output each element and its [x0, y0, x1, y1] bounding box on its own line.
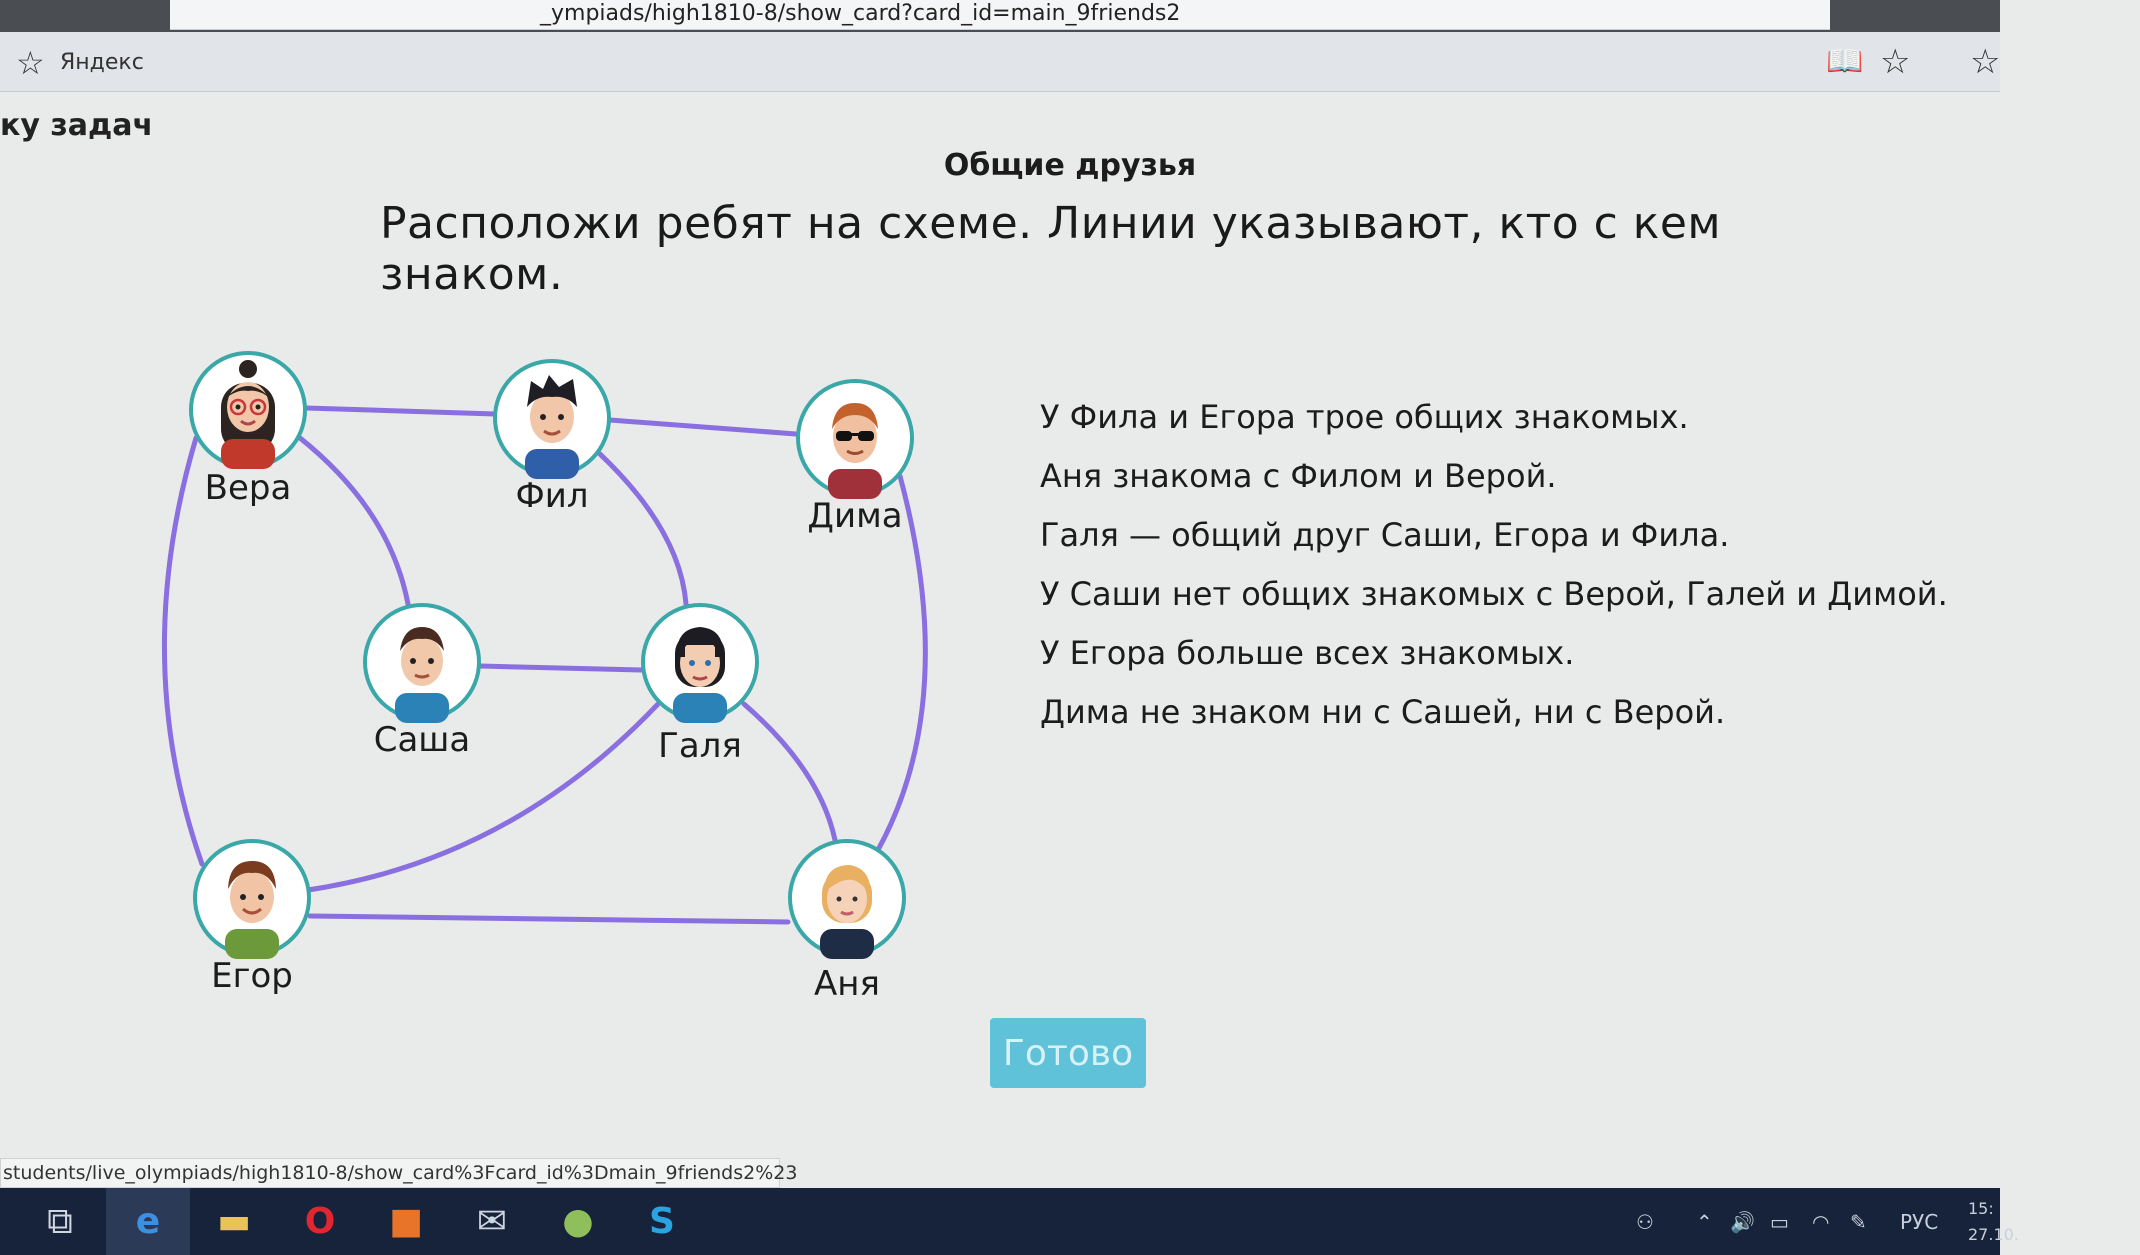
- clue-list: У Фила и Егора трое общих знакомых. Аня …: [1040, 388, 1948, 742]
- opera-icon: O: [304, 1201, 336, 1242]
- taskbar-skype[interactable]: S: [620, 1188, 704, 1255]
- edge-galya-anya: [741, 701, 838, 843]
- taskbar-explorer[interactable]: ▬: [192, 1188, 276, 1255]
- node-label-sasha: Саша: [373, 720, 471, 760]
- page-title: Общие друзья: [943, 148, 1197, 183]
- chevron-up-icon[interactable]: ⌃: [1696, 1210, 1713, 1234]
- taskbar-edge[interactable]: e: [106, 1188, 190, 1255]
- taskbar-opera[interactable]: O: [278, 1188, 362, 1255]
- clock-time: 15:: [1968, 1199, 1994, 1218]
- avatar-dima-icon: [828, 403, 882, 499]
- diagram-edges: [161, 405, 928, 925]
- edge-vera-fil: [303, 405, 498, 417]
- node-vera[interactable]: [189, 351, 307, 469]
- store-icon: ■: [388, 1201, 423, 1242]
- clock-date: 27.10.: [1968, 1225, 2019, 1244]
- taskbar: ⧉ e ▬ O ■ ✉ ● S ⚇ ⌃ 🔊 ▭ ◠ ✎ РУС 15: 27.1…: [0, 1188, 2019, 1255]
- task-view-button[interactable]: ⧉: [18, 1188, 102, 1255]
- avatar-egor-icon: [225, 861, 279, 959]
- node-label-fil: Фил: [515, 476, 589, 516]
- task-view-icon: ⧉: [47, 1200, 73, 1242]
- node-label-egor: Егор: [211, 956, 293, 996]
- task-instruction: Расположи ребят на схеме. Линии указываю…: [380, 198, 1722, 300]
- node-dima[interactable]: [796, 379, 914, 499]
- edge-dima-anya: [875, 473, 928, 853]
- wifi-icon[interactable]: ◠: [1812, 1210, 1830, 1234]
- clue-item: Дима не знаком ни с Сашей, ни с Верой.: [1040, 693, 1726, 731]
- favorites-icon[interactable]: ☆: [1970, 42, 2001, 82]
- battery-icon[interactable]: ▭: [1770, 1210, 1789, 1234]
- clock[interactable]: 15: 27.10.: [1968, 1196, 2019, 1248]
- skype-icon: S: [649, 1201, 675, 1242]
- favorite-star-icon[interactable]: ☆: [1880, 42, 1911, 82]
- edge-sasha-galya: [477, 663, 645, 673]
- clue-item: Галя — общий друг Саши, Егора и Фила.: [1040, 516, 1730, 554]
- address-bar: _ympiads/high1810-8/show_card?card_id=ma…: [0, 0, 2000, 32]
- node-label-dima: Дима: [807, 496, 903, 536]
- torrent-icon: ●: [562, 1201, 594, 1242]
- done-button[interactable]: Готово: [990, 1018, 1146, 1088]
- clue-item: У Саши нет общих знакомых с Верой, Галей…: [1040, 575, 1948, 613]
- reading-view-icon[interactable]: 📖: [1826, 44, 1864, 79]
- clue-item: У Фила и Егора трое общих знакомых.: [1040, 398, 1689, 436]
- avatar-fil-icon: [525, 375, 579, 479]
- pen-icon[interactable]: ✎: [1850, 1210, 1867, 1234]
- status-bar-url: students/live_olympiads/high1810-8/show_…: [0, 1158, 797, 1188]
- edge-browser-icon: e: [135, 1201, 161, 1242]
- bookmarks-bar: ☆ Яндекс 📖 ☆ ☆: [0, 32, 2000, 92]
- node-fil[interactable]: [493, 359, 611, 479]
- folder-icon: ▬: [216, 1201, 251, 1242]
- avatar-vera-icon: [221, 360, 275, 469]
- mail-icon: ✉: [476, 1201, 508, 1242]
- node-anya[interactable]: [788, 839, 906, 959]
- node-label-anya: Аня: [814, 964, 880, 1004]
- url-field[interactable]: _ympiads/high1810-8/show_card?card_id=ma…: [170, 0, 1830, 30]
- edge-vera-sasha: [297, 435, 411, 607]
- people-icon[interactable]: ⚇: [1636, 1210, 1654, 1234]
- language-indicator[interactable]: РУС: [1900, 1210, 1939, 1234]
- friends-diagram: Вера Фил Дима: [130, 340, 970, 1020]
- edge-galya-egor: [305, 701, 661, 893]
- edge-vera-egor: [161, 435, 205, 867]
- volume-icon[interactable]: 🔊: [1730, 1210, 1755, 1234]
- edge-fil-galya: [597, 451, 689, 607]
- avatar-sasha-icon: [395, 627, 449, 723]
- node-label-galya: Галя: [658, 726, 742, 766]
- edge-egor-anya: [307, 913, 791, 925]
- avatar-anya-icon: [820, 865, 874, 959]
- clue-item: Аня знакома с Филом и Верой.: [1040, 457, 1557, 495]
- taskbar-torrent[interactable]: ●: [536, 1188, 620, 1255]
- node-sasha[interactable]: [363, 603, 481, 723]
- taskbar-store[interactable]: ■: [364, 1188, 448, 1255]
- node-label-vera: Вера: [204, 468, 292, 508]
- taskbar-mail[interactable]: ✉: [450, 1188, 534, 1255]
- bookmark-yandex[interactable]: Яндекс: [60, 50, 144, 75]
- avatar-galya-icon: [673, 627, 727, 723]
- back-to-tasks-link[interactable]: ку задач: [0, 108, 154, 143]
- star-icon[interactable]: ☆: [16, 44, 45, 82]
- node-egor[interactable]: [193, 839, 311, 959]
- edge-fil-dima: [607, 417, 799, 437]
- clue-item: У Егора больше всех знакомых.: [1040, 634, 1575, 672]
- node-galya[interactable]: [641, 603, 759, 723]
